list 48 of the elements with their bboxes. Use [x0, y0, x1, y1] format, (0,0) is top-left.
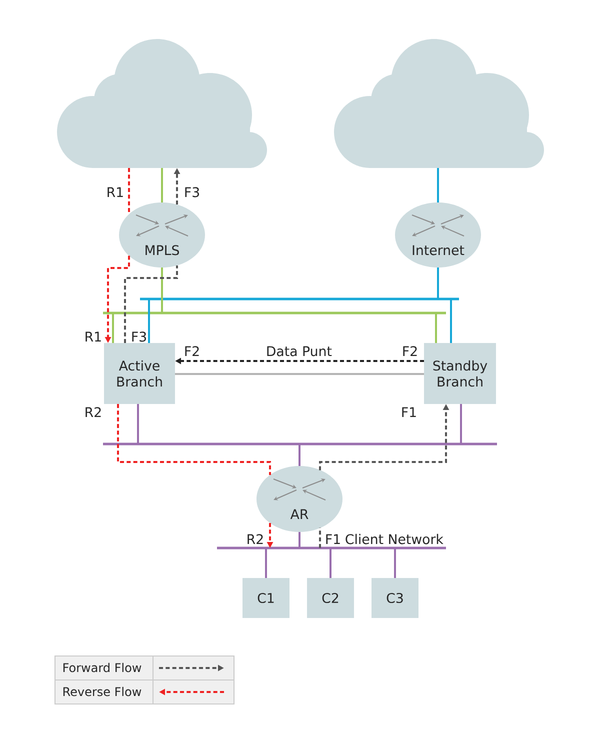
dashed-line [124, 266, 178, 343]
client-box: C1 [242, 578, 290, 618]
link-line [112, 313, 114, 343]
edge-label: R1 [106, 186, 125, 198]
edge-label: F3 [183, 186, 201, 198]
dashed-line [319, 528, 321, 548]
network-label: Client Network [344, 533, 444, 545]
router: Internet [395, 202, 481, 268]
edge-label: F1 [324, 534, 342, 545]
link-line [298, 444, 300, 466]
edge-label: R2 [246, 533, 265, 545]
link-line [175, 373, 424, 375]
edge-label: F1 [400, 406, 418, 418]
link-line [161, 268, 163, 313]
link-line [450, 299, 452, 343]
branch-box: Active Branch [104, 343, 175, 404]
legend-label: Reverse Flow [63, 686, 142, 696]
legend-label: Forward Flow [63, 662, 142, 672]
edge-label: R2 [84, 406, 103, 418]
link-line [148, 299, 150, 343]
edge-label: R1 [84, 331, 103, 342]
branch-box: Standby Branch [424, 343, 496, 404]
cloud [57, 39, 267, 168]
network-bus [217, 546, 446, 550]
link-line [137, 404, 139, 444]
link-line [330, 548, 332, 578]
network-bus [103, 442, 497, 446]
router: MPLS [119, 202, 205, 268]
cloud [334, 39, 544, 168]
link-line [265, 548, 267, 578]
link-line [460, 404, 462, 444]
link-line [161, 168, 163, 202]
link-line [437, 168, 439, 202]
edge-label: F3 [130, 330, 148, 342]
edge-label: Data Punt [265, 346, 333, 357]
router: AR [256, 466, 342, 532]
link-line [435, 313, 437, 343]
link-line [437, 268, 439, 299]
client-box: C2 [307, 578, 354, 618]
flow-label: F2 [401, 345, 419, 357]
network-bus [103, 312, 446, 314]
network-bus [140, 298, 459, 300]
client-box: C3 [372, 578, 418, 618]
flow-label: F2 [183, 345, 201, 357]
dashed-line [117, 404, 271, 475]
dashed-line [128, 168, 130, 214]
link-line [394, 548, 396, 578]
link-line [298, 532, 300, 548]
